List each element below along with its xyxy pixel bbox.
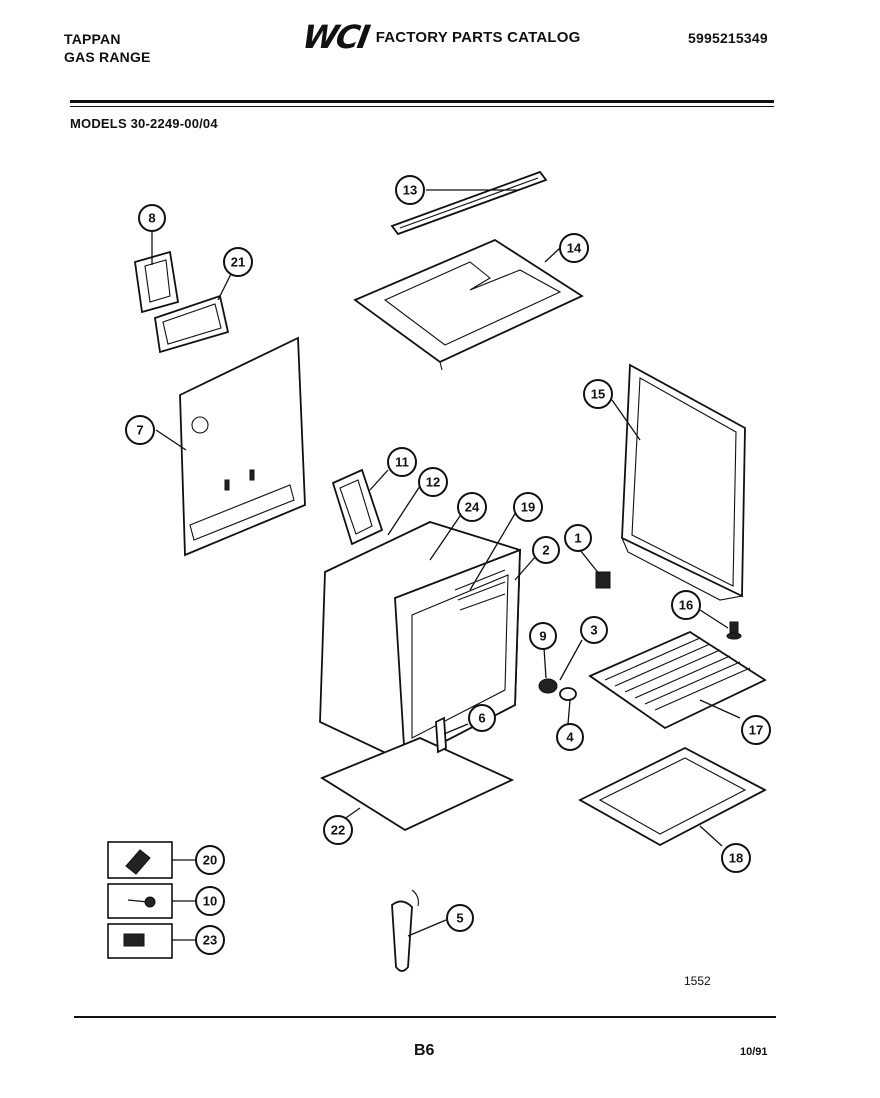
part-17-oven-rack: [588, 630, 767, 730]
callout-2: 2: [532, 536, 560, 564]
callout-14: 14: [559, 233, 589, 263]
callout-23: 23: [195, 925, 225, 955]
svg-text:24: 24: [465, 500, 480, 515]
product-type: GAS RANGE: [64, 49, 151, 65]
part-16-leveler: [726, 621, 742, 640]
svg-text:5: 5: [456, 911, 463, 926]
part-11-bracket: [331, 468, 384, 546]
svg-text:1: 1: [574, 531, 581, 546]
callout-5: 5: [446, 904, 474, 932]
catalog-title: FACTORY PARTS CATALOG: [375, 28, 581, 46]
callout-10: 10: [195, 886, 225, 916]
callout-18: 18: [721, 843, 751, 873]
callout-22: 22: [323, 815, 353, 845]
brand-name: TAPPAN: [64, 31, 121, 47]
callout-6: 6: [468, 704, 496, 732]
leader-lines: [151, 189, 741, 941]
callout-15: 15: [583, 379, 613, 409]
svg-text:2: 2: [542, 543, 549, 558]
svg-text:21: 21: [231, 255, 245, 270]
part-21-filter: [154, 294, 230, 354]
callout-11: 11: [387, 447, 417, 477]
callout-1: 1: [564, 524, 592, 552]
part-6-bracket: [435, 716, 447, 754]
callout-8: 8: [138, 204, 166, 232]
svg-text:18: 18: [729, 851, 743, 866]
callout-9: 9: [529, 622, 557, 650]
callout-20: 20: [195, 845, 225, 875]
part-9-3-4-valve: [538, 678, 577, 701]
svg-text:7: 7: [136, 423, 143, 438]
part-15-door-frame: [620, 363, 746, 601]
callout-17: 17: [741, 715, 771, 745]
callout-13: 13: [395, 175, 425, 205]
hardware-box-23: [107, 923, 173, 959]
svg-text:16: 16: [679, 598, 693, 613]
svg-text:20: 20: [203, 853, 217, 868]
part-7-back-panel: [179, 336, 306, 557]
footer-rule: [74, 1016, 776, 1018]
svg-text:15: 15: [591, 387, 605, 402]
svg-text:23: 23: [203, 933, 217, 948]
svg-text:4: 4: [566, 730, 574, 745]
page-code: B6: [414, 1042, 435, 1059]
part-22-bottom-panel: [320, 737, 515, 832]
part-8-bracket: [134, 250, 180, 314]
svg-text:12: 12: [426, 475, 440, 490]
svg-text:11: 11: [395, 455, 409, 470]
svg-text:22: 22: [331, 823, 345, 838]
part-18-broiler-pan: [578, 746, 767, 847]
svg-text:19: 19: [521, 500, 535, 515]
svg-text:8: 8: [148, 211, 155, 226]
callout-3: 3: [580, 616, 608, 644]
svg-text:17: 17: [749, 723, 763, 738]
header-rule-thin: [70, 106, 774, 107]
catalog-part-number: 5995215349: [688, 30, 768, 46]
callout-4: 4: [556, 723, 584, 751]
hardware-box-10: [107, 883, 173, 919]
callout-19: 19: [513, 492, 543, 522]
date-code: 10/91: [740, 1046, 768, 1058]
figure-number: 1552: [684, 974, 711, 988]
callout-16: 16: [671, 590, 701, 620]
brand-block: TAPPAN GAS RANGE: [64, 30, 151, 66]
svg-text:3: 3: [590, 623, 597, 638]
callout-12: 12: [418, 467, 448, 497]
callout-21: 21: [223, 247, 253, 277]
callout-24: 24: [457, 492, 487, 522]
header-rule: [70, 100, 774, 103]
svg-text:13: 13: [403, 183, 417, 198]
part-5-handle: [391, 889, 419, 972]
callout-7: 7: [125, 415, 155, 445]
svg-text:6: 6: [478, 711, 485, 726]
part-14-top-panel: [353, 238, 584, 371]
catalog-header: WCI FACTORY PARTS CATALOG: [300, 18, 581, 56]
svg-text:9: 9: [539, 629, 546, 644]
svg-text:10: 10: [203, 894, 217, 909]
hardware-box-20: [107, 841, 173, 879]
models-label: MODELS 30-2249-00/04: [70, 116, 218, 131]
part-1-clip: [595, 571, 611, 589]
svg-text:14: 14: [567, 241, 582, 256]
